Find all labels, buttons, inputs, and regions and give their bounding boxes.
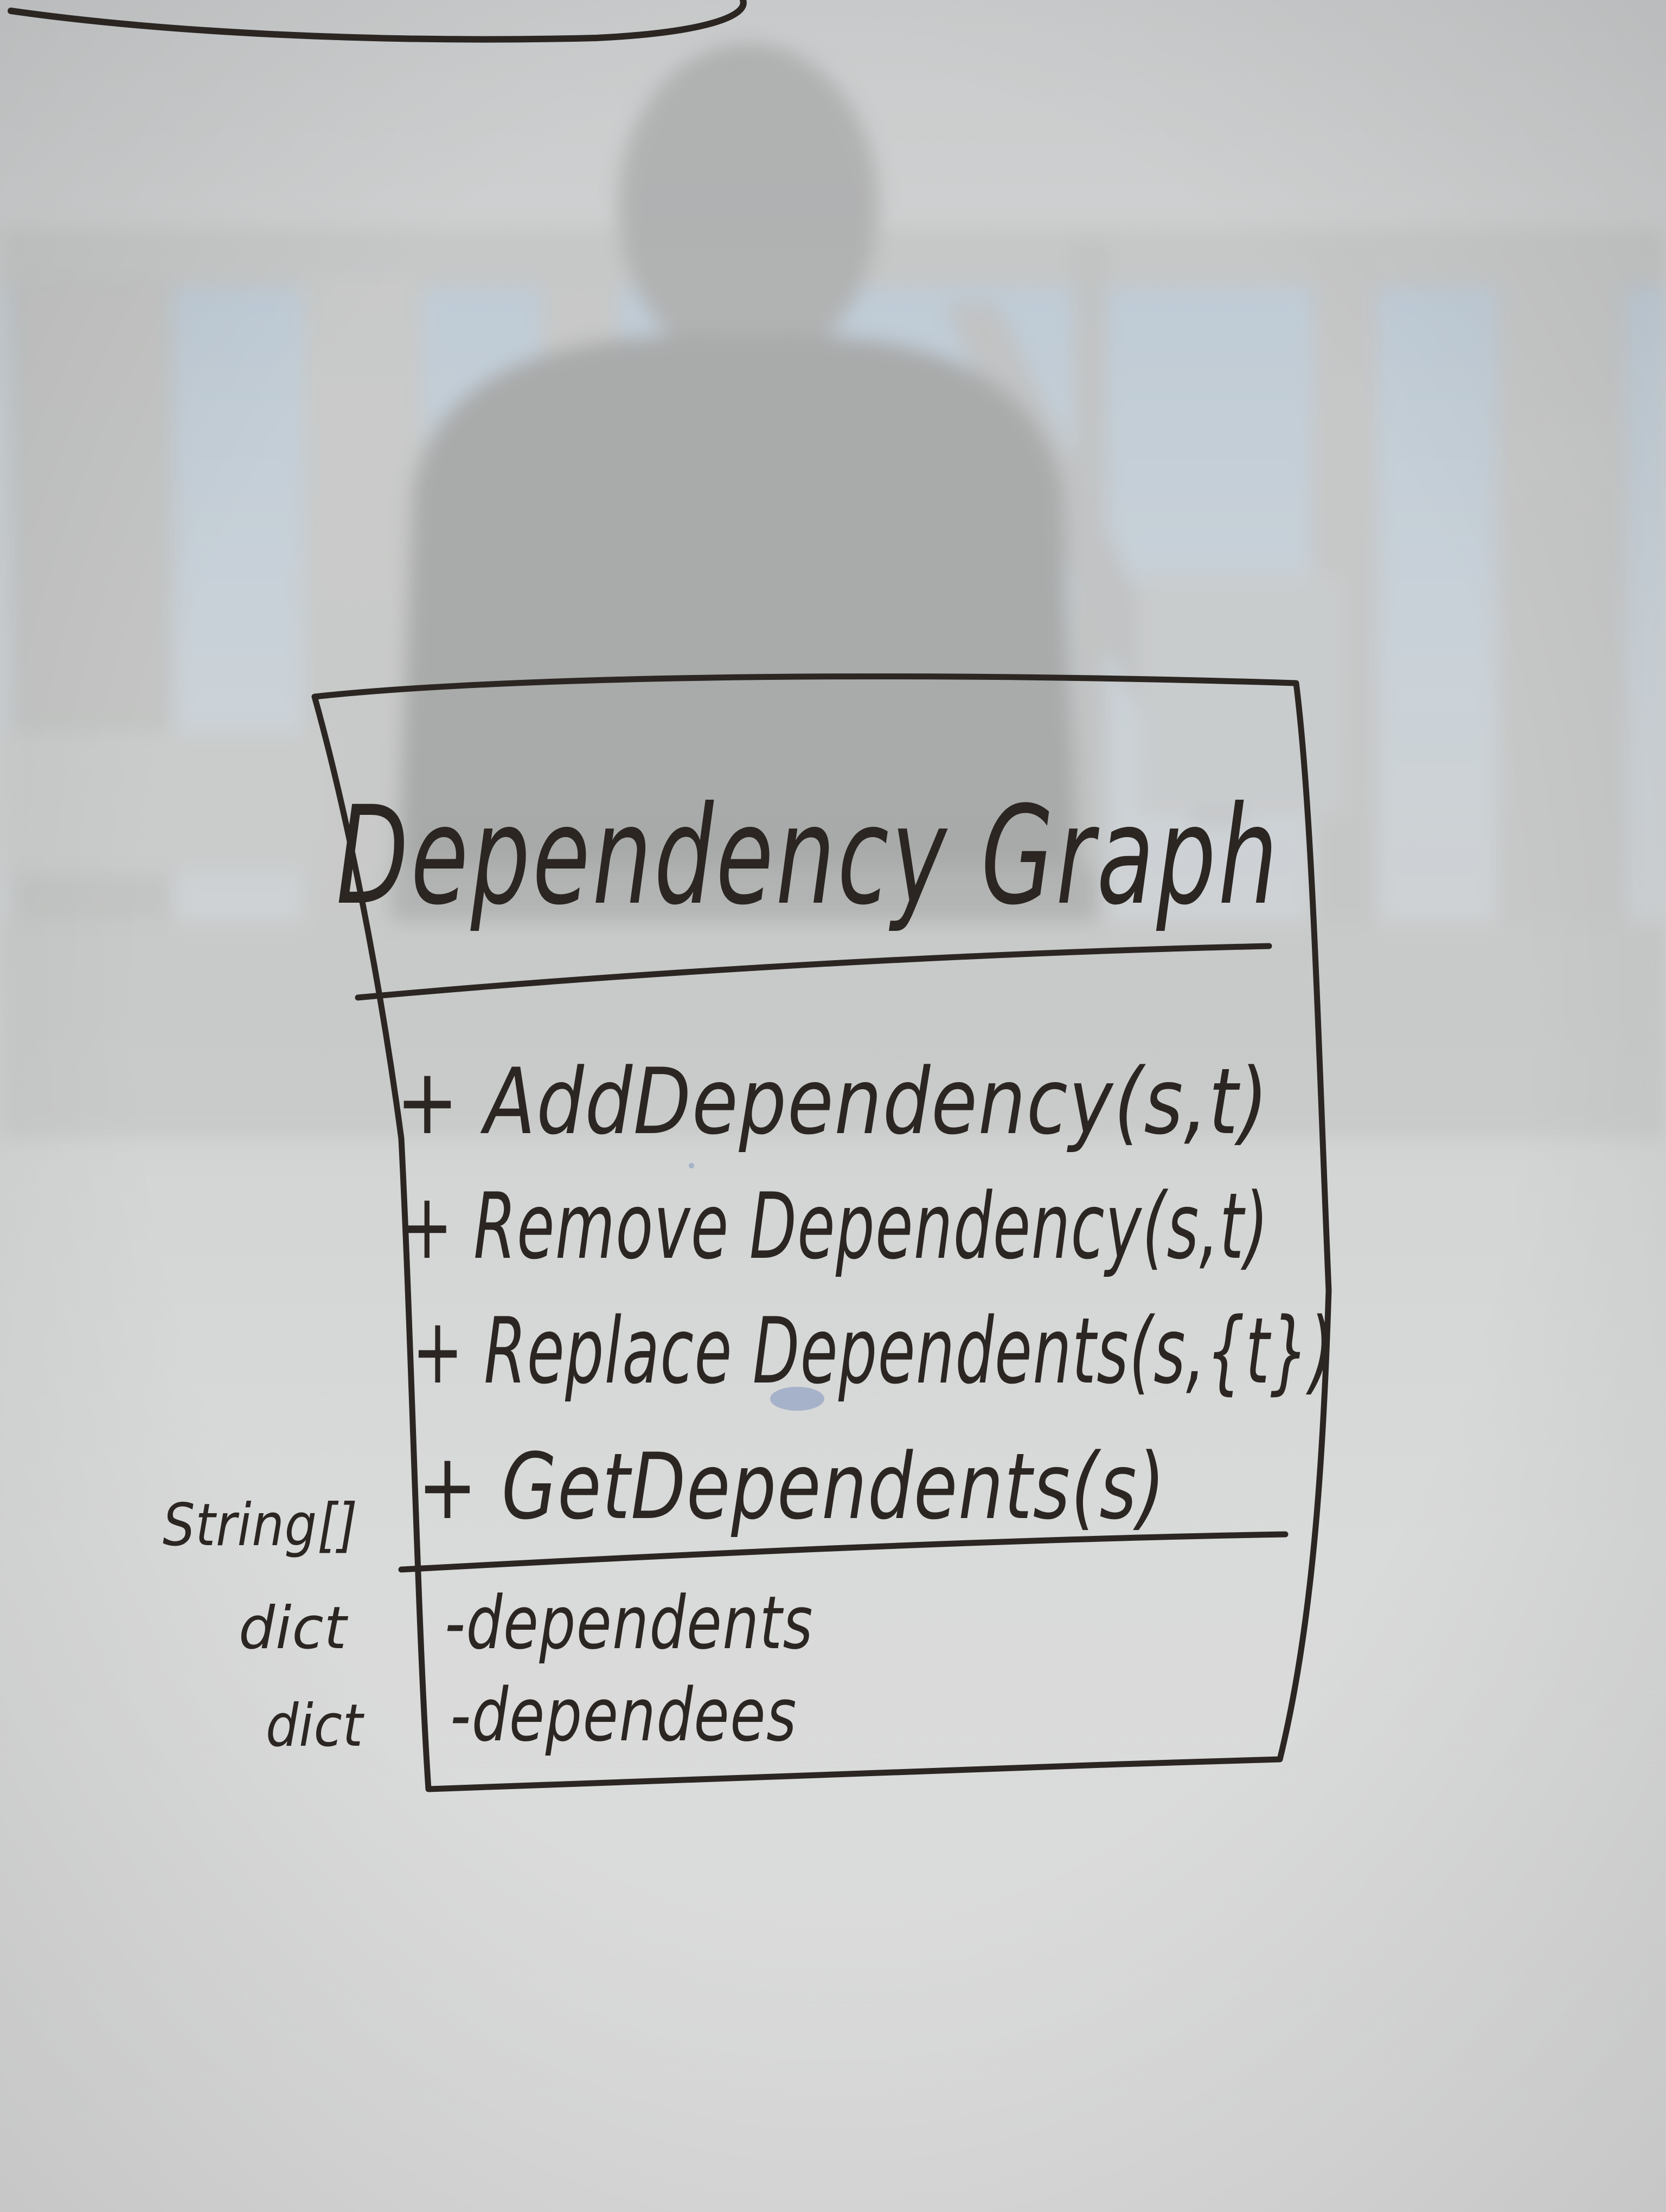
- methods-divider: [398, 1531, 1289, 1573]
- return-type-annotation: String[]: [163, 1491, 358, 1559]
- method-add-dependency: + AddDependency(s,t): [396, 1049, 1269, 1155]
- method-remove-dependency: + Remove Dependency(s,t): [401, 1173, 1269, 1279]
- partial-shape-stroke: [8, 0, 747, 43]
- title-divider: [355, 943, 1272, 1001]
- attribute-dependees: -dependees: [450, 1673, 797, 1758]
- attribute-type-dependees: dict: [266, 1692, 364, 1760]
- attribute-dependents: -dependents: [445, 1580, 813, 1666]
- method-replace-dependents: + Replace Dependents(s,{t}): [412, 1298, 1334, 1404]
- attribute-type-dependents: dict: [239, 1594, 349, 1662]
- uml-class-box: [311, 673, 1332, 1792]
- marker-smudge: [689, 1163, 824, 1411]
- class-box-outline: [311, 673, 1332, 1792]
- method-get-dependents: + GetDependents(s): [418, 1433, 1166, 1540]
- class-title: Dependency Graph: [336, 777, 1280, 935]
